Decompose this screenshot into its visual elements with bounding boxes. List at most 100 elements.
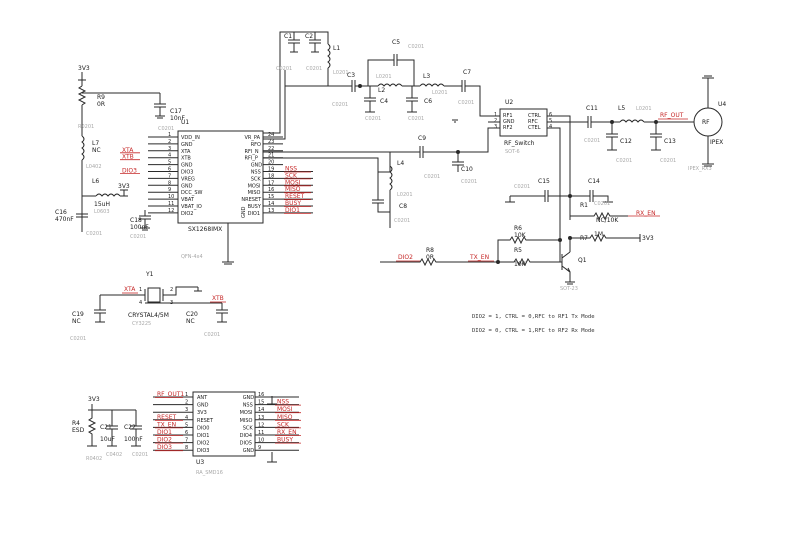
u3-left-net-label: RF_OUT1 [157,391,184,398]
l3-inductor [419,83,445,87]
u3-right-pin-number: 12 [258,422,264,428]
u1-left-pin-name: VBAT_IO [181,204,202,210]
u1-right-net-label: DIO1 [285,207,300,214]
r8-ref: R8 [426,247,434,254]
c14-footprint: C0201 [594,201,610,207]
note-tx-mode: DIO2 = 1, CTRL = 0,RFC to RF1 Tx Mode [472,314,595,320]
u1-left-pin-name: DIO3 [181,170,193,176]
u1-right-pin-name: NRESET [241,197,262,203]
u1-left-pin-number: 4 [168,153,171,159]
c18-value: 100nF [130,224,149,231]
u3-right-pin-name: GND [243,448,255,454]
u1-left-pin-name: GND [181,163,193,169]
l1-ref: L1 [333,45,340,52]
net-rx-en: RX_EN [636,210,656,217]
u1-body [177,130,264,224]
r9-ref: R9 [97,94,105,101]
u1-right-net-label: MISO [285,186,301,193]
c5-ref: C5 [392,39,400,46]
c18-footprint: C0201 [130,234,146,240]
net-3v3-u3: 3V3 [88,396,100,403]
u1-left-pin-name: VDD_IN [181,135,200,141]
u3-right-net-label: SCK [277,421,290,428]
u3-left-pin-number: 5 [185,422,188,428]
l7-ref: L7 [92,140,99,147]
l2-ref: L2 [378,87,385,94]
u1-right-pin-number: 14 [268,201,274,207]
tx-filter-chain: C1 C2 C0201 C0201 L1 L0201 C3 C0201 C5 C… [263,31,500,140]
u1-left-net-label: XTA [122,147,134,154]
c9-footprint: C0201 [424,174,440,180]
u1-left-pin-number: 2 [168,139,171,145]
r4-footprint: R0402 [86,456,102,462]
y1-pin4: 4 [139,300,142,306]
u2-left-pin-number: 3 [494,124,497,130]
c17-value: 10nF [170,115,185,122]
u1-left-pin-name: GND [181,183,193,189]
u2-ref: U2 [505,99,513,106]
c17-ref: C17 [170,108,182,115]
u1-footprint: QFN-4x4 [181,254,203,260]
u1-right-pin-number: 15 [268,194,274,200]
u1-right-pin-number: 19 [268,167,274,173]
u3-right-pin-name: SCK [243,425,254,431]
c2-footprint: C0201 [306,66,322,72]
u2-right-pin-name: CTRL [528,113,541,119]
u2-body [499,108,548,137]
r1-value: NC/10K [596,217,619,224]
y1-pin1: 1 [139,287,142,293]
u3-module-section: 3V3 R4 ESD R0402 C21 10uF C0402 C22 100n… [72,391,301,476]
r1-ref: R1 [580,202,588,209]
u1-right-pin-number: 16 [268,187,274,193]
c4-ref: C4 [380,98,388,105]
u3-footprint: RA_SMD16 [196,470,223,476]
u3-right-pin-number: 15 [258,400,264,406]
u3-left-pin-number: 1 [185,392,188,398]
c20-ref: C20 [186,311,198,318]
l4-footprint: L0201 [397,192,413,198]
u1-left-net-label: DIO3 [122,168,137,175]
y1-name: CRYSTAL4/5M [128,312,169,319]
u4-name: IPEX [710,139,723,146]
u3-right-net-label: RX_EN [277,429,297,436]
r9-footprint: R0201 [78,124,94,130]
mode-notes: DIO2 = 1, CTRL = 0,RFC to RF1 Tx Mode DI… [472,314,595,334]
u2-left-pin-number: 1 [494,112,497,118]
u3-right-pin-name: MOSI [240,410,253,416]
net-rf-out: RF_OUT [660,112,684,119]
u1-left-pin-number: 6 [168,167,171,173]
c7-ref: C7 [463,69,471,76]
l4-inductor [389,165,393,191]
r4-ref: R4 [72,420,80,427]
u1-right-net-label: BUSY [285,200,301,207]
c18-ref: C18 [130,217,142,224]
u2-right-pin-name: CTEL [528,125,541,131]
c9-ref: C9 [418,135,426,142]
u3-ref: U3 [196,459,204,466]
u1-left-pin-number: 12 [168,208,174,214]
c4-footprint: C0201 [365,116,381,122]
u2-left-pin-name: GND [503,119,515,125]
u1-right-pin-name: NSS [251,170,261,176]
c1-footprint: C0201 [276,66,292,72]
u3-left-pin-name: RESET [197,418,214,424]
c13-footprint: C0201 [660,158,676,164]
l1-inductor [327,43,331,69]
u3-right-pin-number: 11 [258,430,264,436]
l3-ref: L3 [423,73,430,80]
c10-footprint: C0201 [461,179,477,185]
u1-right-pin-number: 24 [268,132,274,138]
y1-ref: Y1 [145,271,154,278]
u2-right-pin-name: RFC [528,119,538,125]
net-3v3-l6: 3V3 [118,183,130,190]
c16-footprint: C0201 [86,231,102,237]
u1-right-pin-name: DIO1 [248,211,260,217]
u3-left-net-label: DIO2 [157,437,172,444]
c3-footprint: C0201 [332,102,348,108]
